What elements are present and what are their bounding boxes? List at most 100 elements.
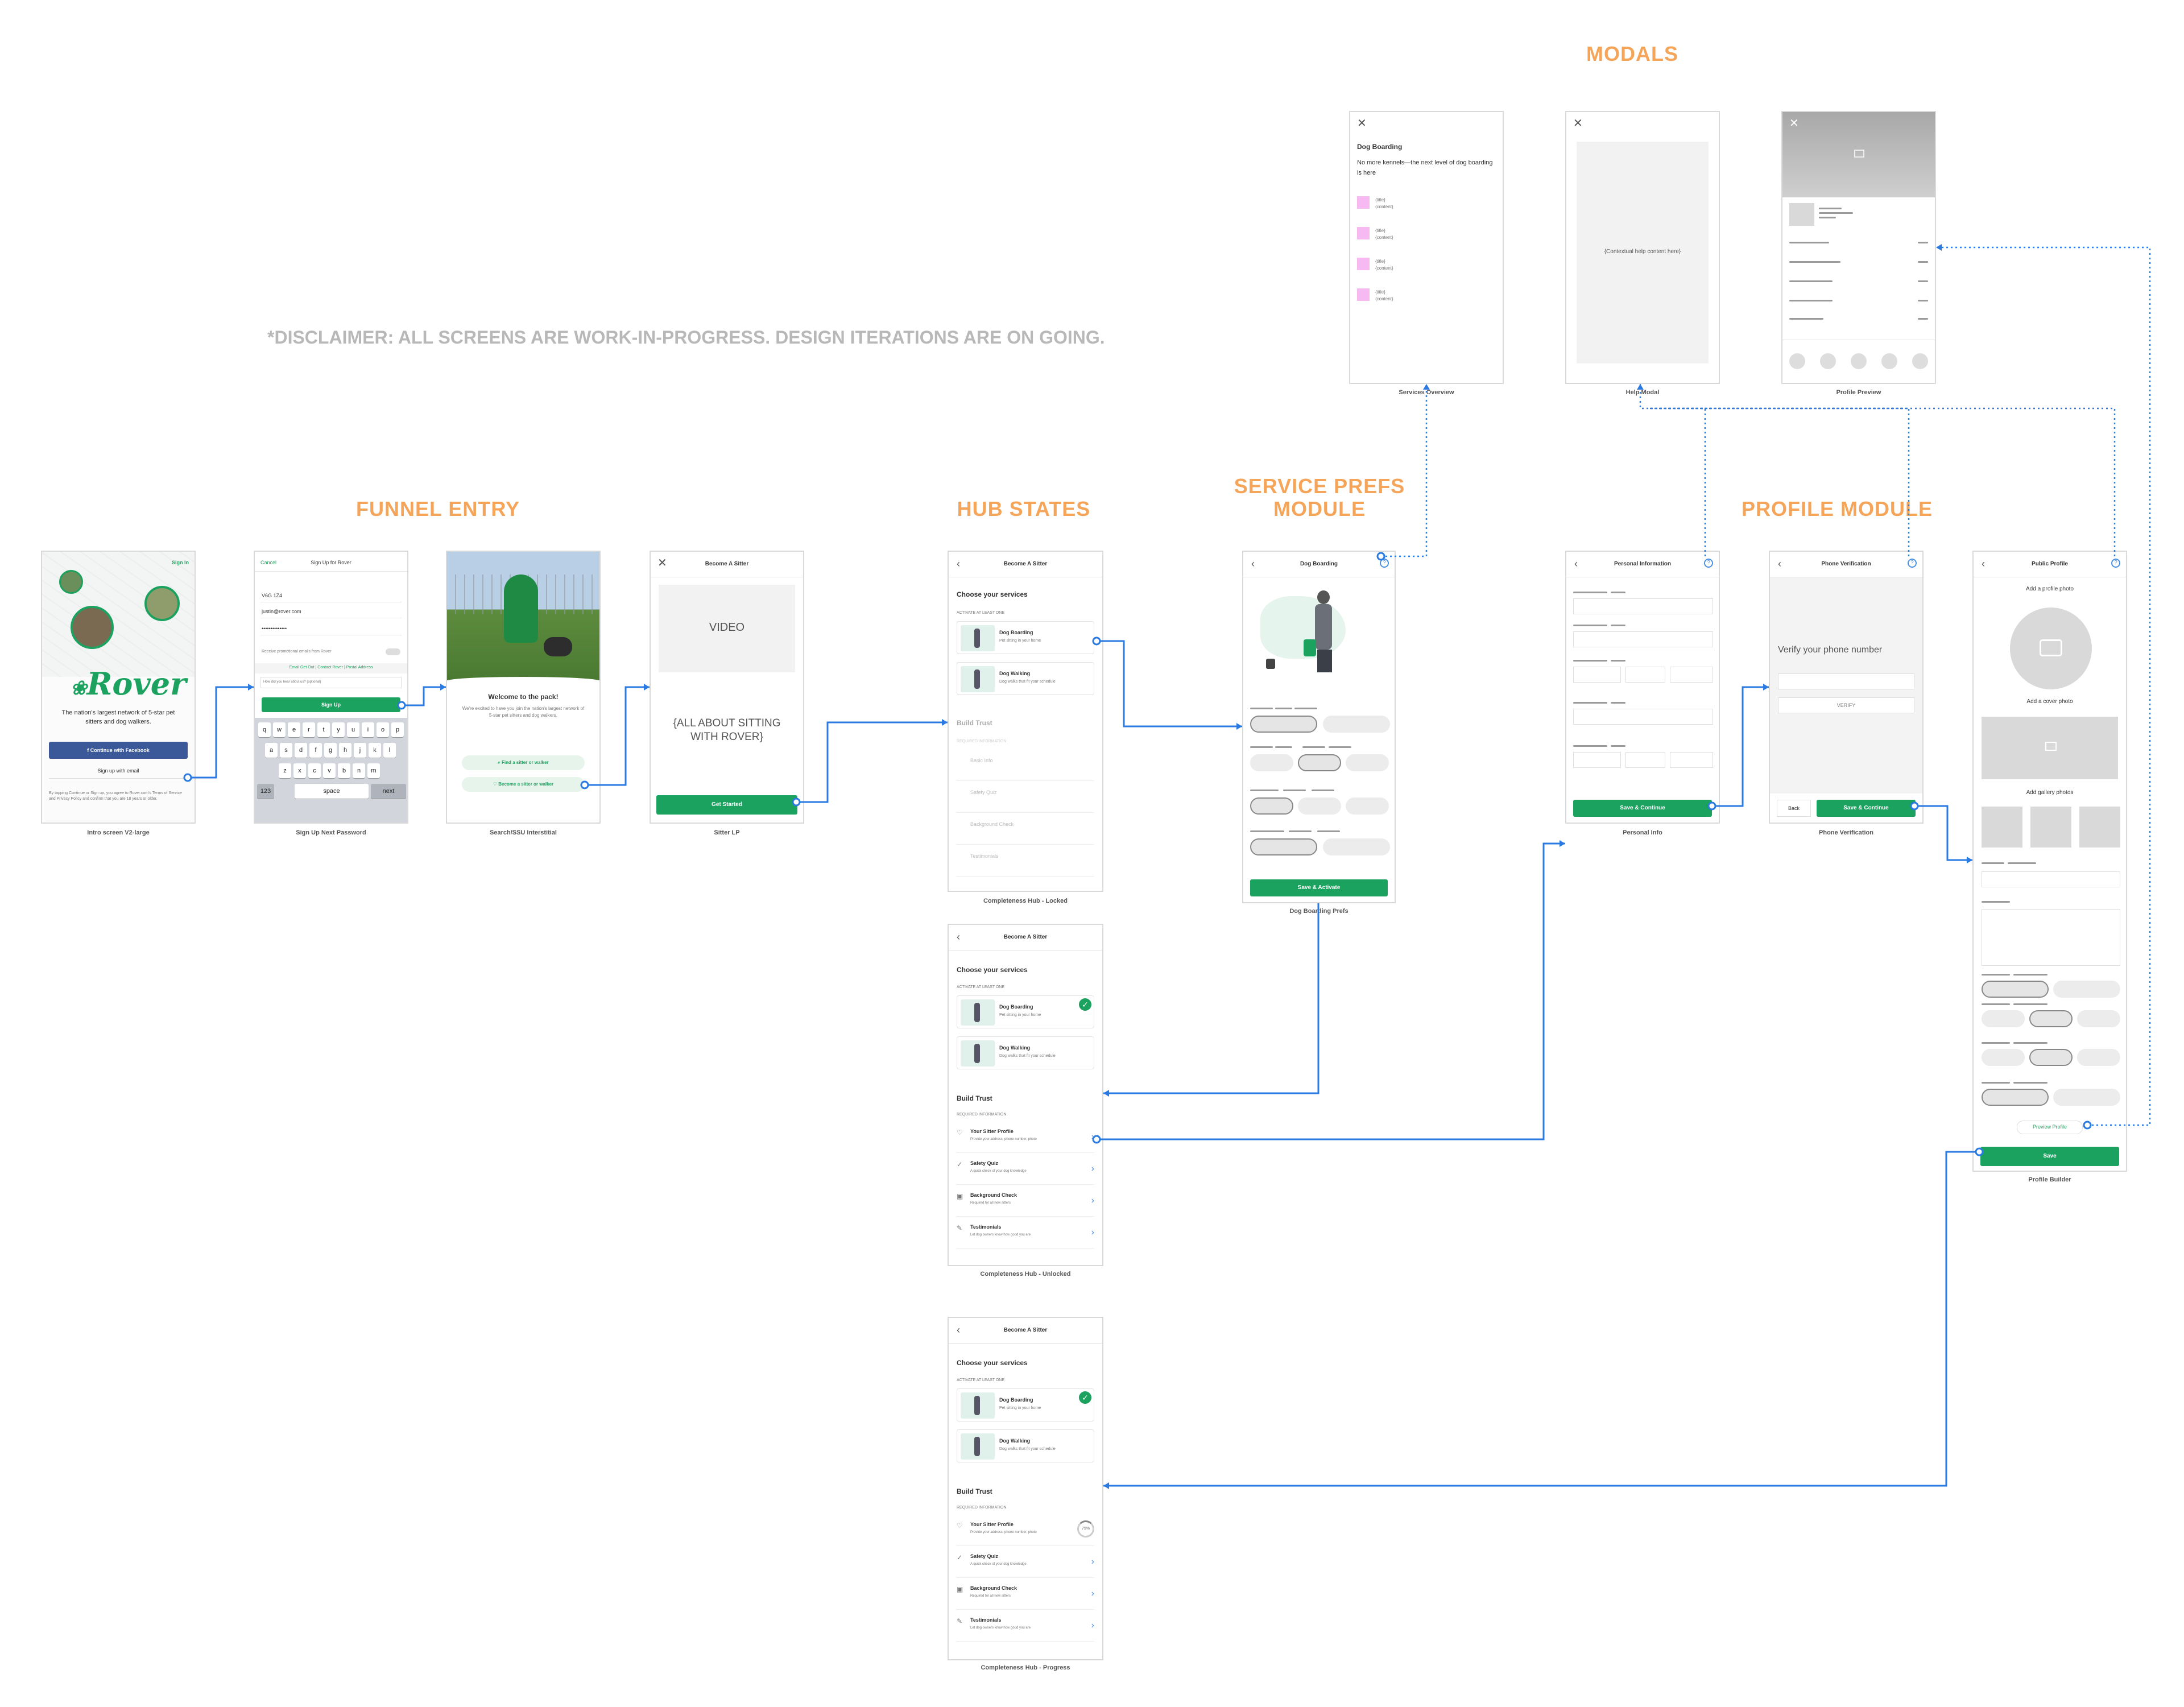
zip-field[interactable]: V6G 1Z4 bbox=[262, 593, 283, 598]
gallery-slot[interactable] bbox=[1982, 807, 2022, 848]
help-icon[interactable]: ? bbox=[1908, 559, 1917, 568]
keyboard-key[interactable]: h bbox=[339, 743, 351, 758]
option-pill[interactable] bbox=[1982, 1010, 2025, 1027]
trust-row-profile[interactable]: ♡ Your Sitter Profile Provide your addre… bbox=[957, 1515, 1094, 1546]
option-pill[interactable] bbox=[1323, 716, 1390, 733]
trust-row-background[interactable]: ▣ Background Check Required for all new … bbox=[957, 1185, 1094, 1217]
option-pill[interactable] bbox=[1250, 716, 1317, 733]
keyboard-key[interactable]: w bbox=[273, 722, 286, 737]
form-field[interactable] bbox=[1573, 709, 1713, 725]
cancel-link[interactable]: Cancel bbox=[260, 560, 277, 565]
form-field[interactable] bbox=[1625, 667, 1665, 683]
trust-row-quiz[interactable]: ✓ Safety Quiz A quick check of your dog … bbox=[957, 1547, 1094, 1578]
option-pill[interactable] bbox=[2029, 1049, 2073, 1066]
keyboard-key[interactable]: k bbox=[369, 743, 381, 758]
keyboard-key[interactable]: t bbox=[317, 722, 330, 737]
keyboard-key[interactable]: b bbox=[338, 763, 350, 778]
service-card-walking[interactable]: Dog Walking Dog walks that fit your sche… bbox=[957, 1429, 1094, 1462]
form-field[interactable] bbox=[1670, 752, 1713, 768]
keyboard-key-space[interactable]: space bbox=[295, 784, 369, 799]
keyboard-key[interactable]: p bbox=[391, 722, 404, 737]
form-field[interactable] bbox=[1670, 667, 1713, 683]
keyboard-key[interactable]: v bbox=[323, 763, 336, 778]
option-pill[interactable] bbox=[1250, 797, 1293, 815]
email-signup-button[interactable]: Sign up with email bbox=[49, 763, 188, 779]
service-card-boarding[interactable]: Dog Boarding Pet sitting in your home bbox=[957, 621, 1094, 654]
option-pill[interactable] bbox=[2077, 1049, 2120, 1066]
option-pill[interactable] bbox=[1298, 754, 1341, 771]
keyboard-key[interactable]: g bbox=[324, 743, 337, 758]
trust-row-testimonials[interactable]: ✎ Testimonials Let dog owners know how g… bbox=[957, 1217, 1094, 1249]
option-pill[interactable] bbox=[1250, 838, 1317, 855]
trust-row-quiz[interactable]: ✓ Safety Quiz A quick check of your dog … bbox=[957, 1154, 1094, 1185]
back-button[interactable]: Back bbox=[1777, 800, 1811, 817]
phone-input[interactable] bbox=[1778, 673, 1914, 689]
option-pill[interactable] bbox=[1982, 1049, 2025, 1066]
trust-row-profile[interactable]: ♡ Your Sitter Profile Provide your addre… bbox=[957, 1122, 1094, 1153]
back-icon[interactable]: ‹ bbox=[957, 558, 960, 569]
back-icon[interactable]: ‹ bbox=[1778, 558, 1781, 569]
headline-field[interactable] bbox=[1982, 871, 2120, 887]
service-card-walking[interactable]: Dog Walking Dog walks that fit your sche… bbox=[957, 1036, 1094, 1069]
trust-row-background[interactable]: ▣ Background Check Required for all new … bbox=[957, 1578, 1094, 1610]
keyboard-key-123[interactable]: 123 bbox=[257, 784, 274, 799]
back-icon[interactable]: ‹ bbox=[957, 931, 960, 943]
help-icon[interactable]: ? bbox=[1704, 559, 1713, 568]
option-pill[interactable] bbox=[2077, 1010, 2120, 1027]
save-button[interactable]: Save bbox=[1980, 1147, 2119, 1166]
close-icon[interactable]: ✕ bbox=[1357, 117, 1367, 130]
option-pill[interactable] bbox=[1346, 797, 1389, 815]
verify-button[interactable]: VERIFY bbox=[1778, 697, 1914, 713]
keyboard-key[interactable]: o bbox=[377, 722, 389, 737]
signup-button[interactable]: Sign Up bbox=[262, 697, 400, 712]
keyboard-key[interactable]: e bbox=[288, 722, 300, 737]
keyboard-key[interactable]: r bbox=[303, 722, 315, 737]
keyboard-key[interactable]: d bbox=[295, 743, 307, 758]
profile-photo-uploader[interactable] bbox=[2010, 607, 2092, 689]
trust-row-testimonials[interactable]: ✎ Testimonials Let dog owners know how g… bbox=[957, 1610, 1094, 1642]
video-placeholder[interactable]: VIDEO bbox=[659, 585, 795, 672]
option-pill[interactable] bbox=[2053, 1089, 2120, 1106]
service-card-walking[interactable]: Dog Walking Dog walks that fit your sche… bbox=[957, 662, 1094, 695]
keyboard-key[interactable]: j bbox=[354, 743, 366, 758]
gallery-slot[interactable] bbox=[2079, 807, 2120, 848]
option-pill[interactable] bbox=[1982, 981, 2049, 998]
help-icon[interactable]: ? bbox=[2111, 559, 2120, 568]
keyboard-key[interactable]: q bbox=[258, 722, 271, 737]
close-icon[interactable]: ✕ bbox=[1573, 117, 1583, 130]
keyboard-key[interactable]: a bbox=[265, 743, 278, 758]
keyboard-key[interactable]: y bbox=[332, 722, 345, 737]
keyboard-key[interactable]: i bbox=[362, 722, 374, 737]
keyboard-key[interactable]: s bbox=[280, 743, 292, 758]
password-field[interactable]: •••••••••••••• bbox=[262, 626, 287, 631]
option-pill[interactable] bbox=[1982, 1089, 2049, 1106]
find-sitter-button[interactable]: ⌕ Find a sitter or walker bbox=[462, 755, 585, 770]
help-icon[interactable]: ? bbox=[1380, 559, 1389, 568]
get-started-button[interactable]: Get Started bbox=[656, 795, 797, 815]
service-card-boarding[interactable]: Dog Boarding Pet sitting in your home ✓ bbox=[957, 1388, 1094, 1421]
option-pill[interactable] bbox=[2029, 1010, 2073, 1027]
gallery-slot[interactable] bbox=[2030, 807, 2071, 848]
sign-in-link[interactable]: Sign In bbox=[172, 560, 189, 565]
keyboard-key[interactable]: u bbox=[347, 722, 359, 737]
form-field[interactable] bbox=[1573, 667, 1621, 683]
referral-field[interactable]: How did you hear about us? (optional) bbox=[260, 677, 402, 688]
keyboard-key[interactable]: x bbox=[293, 763, 306, 778]
save-continue-button[interactable]: Save & Continue bbox=[1573, 800, 1712, 817]
form-field[interactable] bbox=[1573, 752, 1621, 768]
form-field[interactable] bbox=[1573, 631, 1713, 647]
back-icon[interactable]: ‹ bbox=[1574, 558, 1578, 569]
save-activate-button[interactable]: Save & Activate bbox=[1250, 879, 1388, 896]
close-icon[interactable]: ✕ bbox=[657, 557, 667, 569]
option-pill[interactable] bbox=[1323, 838, 1390, 855]
preview-profile-button[interactable]: Preview Profile bbox=[2017, 1121, 2083, 1134]
save-continue-button[interactable]: Save & Continue bbox=[1817, 800, 1916, 817]
back-icon[interactable]: ‹ bbox=[1982, 558, 1985, 569]
back-icon[interactable]: ‹ bbox=[957, 1324, 960, 1336]
keyboard-key[interactable]: l bbox=[383, 743, 396, 758]
option-pill[interactable] bbox=[1298, 797, 1341, 815]
keyboard-key[interactable]: n bbox=[353, 763, 365, 778]
keyboard-key[interactable]: f bbox=[309, 743, 322, 758]
keyboard-key[interactable]: c bbox=[308, 763, 321, 778]
service-card-boarding[interactable]: Dog Boarding Pet sitting in your home ✓ bbox=[957, 995, 1094, 1028]
